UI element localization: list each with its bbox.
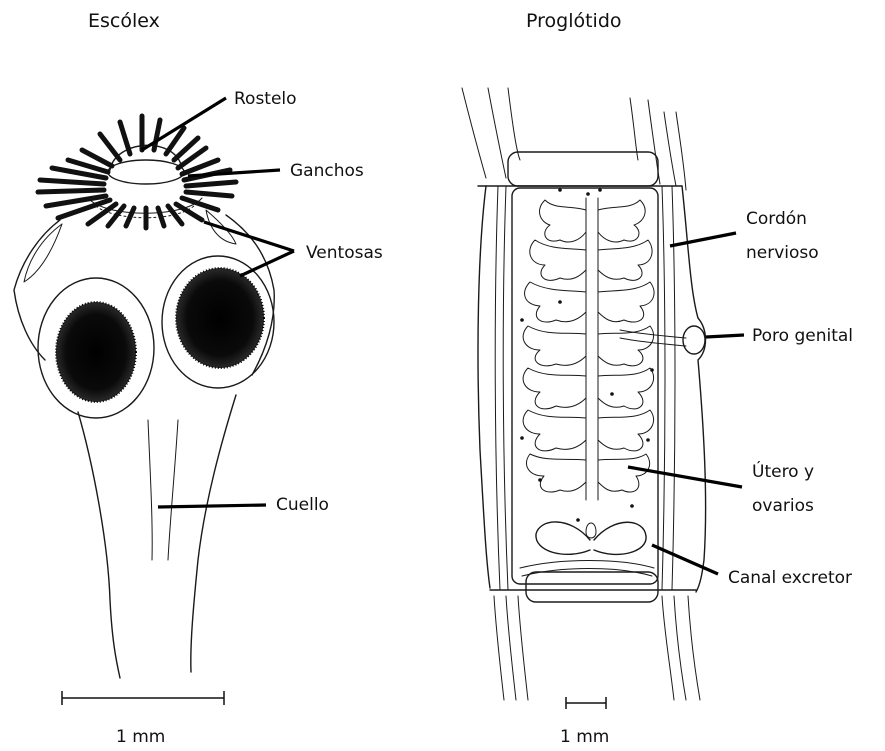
uterus-branches bbox=[523, 198, 654, 500]
upper-strand-4 bbox=[630, 98, 638, 160]
label-cordon-line2: nervioso bbox=[746, 243, 819, 263]
proglottid-title: Proglótido bbox=[526, 10, 622, 32]
proglottid-inner-body bbox=[512, 188, 658, 584]
label-poro-genital: Poro genital bbox=[752, 326, 853, 346]
label-canal-excretor: Canal excretor bbox=[728, 568, 852, 588]
upper-strand-3 bbox=[508, 88, 520, 160]
ganchos-leader bbox=[188, 170, 280, 176]
testes-dots bbox=[520, 188, 654, 522]
lower-strand-4 bbox=[662, 596, 674, 700]
scolex-scale-bar bbox=[62, 691, 224, 705]
lower-strand-1 bbox=[494, 596, 504, 700]
genital-pore bbox=[683, 326, 705, 354]
label-cuello: Cuello bbox=[276, 495, 329, 515]
proglottid-outer-right bbox=[682, 186, 706, 592]
vitelline-gland bbox=[520, 561, 654, 569]
utero-leader bbox=[628, 467, 742, 487]
scolex-title: Escólex bbox=[88, 10, 160, 32]
scolex-neck-left-edge bbox=[78, 412, 120, 678]
scolex-neck-right-edge bbox=[191, 395, 236, 672]
scolex-scale-label: 1 mm bbox=[116, 727, 165, 747]
lower-strand-3 bbox=[518, 596, 528, 700]
upper-strand-2 bbox=[488, 88, 506, 178]
proglottid-scale-bar bbox=[566, 697, 606, 709]
label-ventosas: Ventosas bbox=[306, 243, 383, 263]
lower-strand-6 bbox=[688, 596, 700, 700]
lower-segment-cap bbox=[526, 572, 658, 602]
label-ganchos: Ganchos bbox=[290, 161, 364, 181]
rostellum-base bbox=[108, 160, 184, 184]
ventosas-leader-2 bbox=[240, 251, 294, 276]
label-rostelo: Rostelo bbox=[234, 89, 297, 109]
label-utero-line2: ovarios bbox=[752, 496, 814, 516]
lower-strand-5 bbox=[674, 596, 686, 700]
proglottid-illustration: 1 mm bbox=[462, 88, 706, 747]
right-sucker-fill bbox=[176, 268, 264, 368]
left-sucker-fill bbox=[56, 302, 136, 402]
poro-genital-leader bbox=[706, 335, 744, 337]
cordon-leader bbox=[670, 233, 736, 246]
upper-strand-1 bbox=[462, 88, 486, 178]
right-canal-1 bbox=[662, 186, 665, 590]
scolex-neck-inner-line bbox=[148, 420, 152, 560]
left-canal-1 bbox=[495, 186, 500, 590]
left-canal-2 bbox=[503, 186, 508, 590]
canal-excretor-leader bbox=[652, 545, 718, 574]
proglottid-scale-label: 1 mm bbox=[560, 727, 609, 747]
cuello-leader bbox=[158, 505, 266, 507]
rostelo-leader bbox=[142, 98, 226, 150]
scolex-illustration: 1 mm bbox=[14, 116, 274, 747]
proglottid-outer-left bbox=[478, 186, 490, 588]
ootype bbox=[586, 523, 596, 538]
label-cordon-line1: Cordón bbox=[746, 209, 807, 229]
scolex-neck-inner-line-2 bbox=[168, 420, 178, 560]
ovary-right-lobe bbox=[594, 522, 646, 554]
lower-strand-2 bbox=[506, 596, 516, 700]
ventosas-leader-1 bbox=[204, 222, 294, 251]
ovary-left-lobe bbox=[536, 522, 590, 554]
upper-strand-6 bbox=[664, 112, 676, 186]
upper-strand-7 bbox=[676, 112, 686, 190]
upper-segment-cap bbox=[508, 152, 658, 186]
label-utero-line1: Útero y bbox=[752, 460, 814, 482]
